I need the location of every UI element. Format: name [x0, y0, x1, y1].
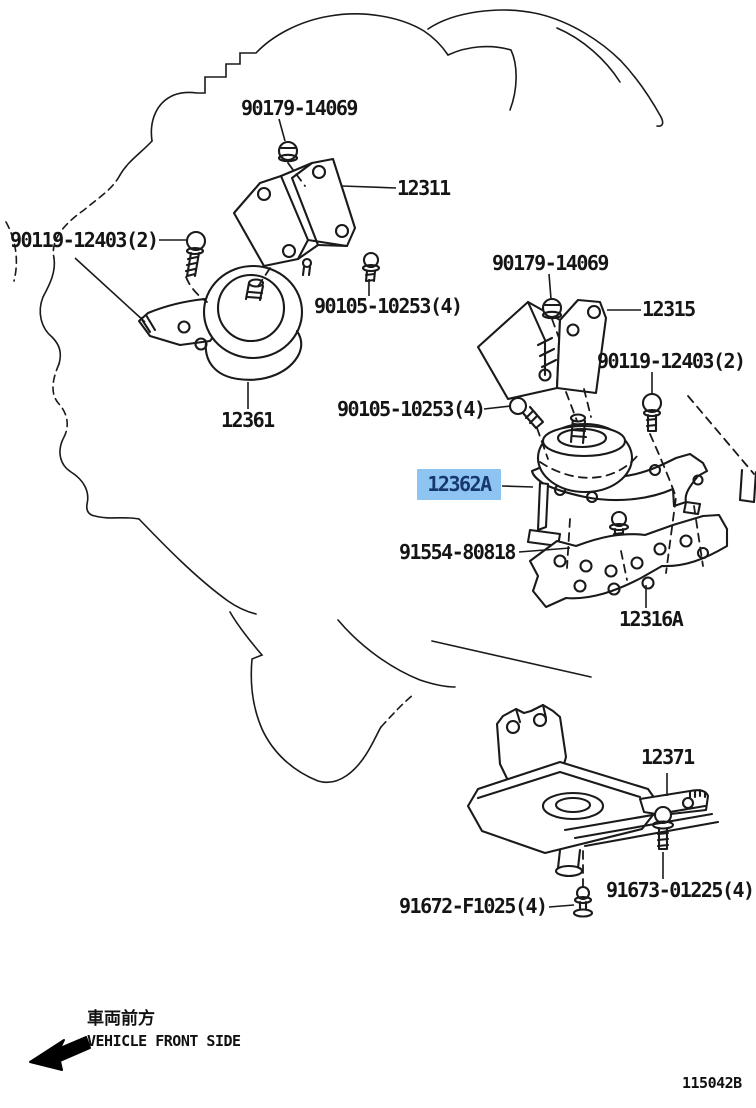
part-label-90179-top[interactable]: 90179-14069	[241, 96, 358, 120]
part-label-91673[interactable]: 91673-01225(4)	[606, 878, 755, 902]
part-label-12361[interactable]: 12361	[221, 408, 275, 432]
part-label-12315[interactable]: 12315	[642, 297, 696, 321]
figure-code: 115042B	[682, 1074, 742, 1092]
part-12371-member-drawing	[466, 703, 720, 878]
bolt-90105-a-drawing	[361, 251, 381, 283]
bolt-91673-drawing	[651, 805, 675, 851]
vehicle-front-note-jp: 車両前方	[87, 1009, 155, 1029]
assembly-dashed-lines	[185, 162, 755, 887]
nut-90179-top-drawing	[277, 140, 299, 163]
part-12311-bracket-drawing	[232, 157, 357, 277]
engine-outline	[5, 9, 664, 784]
part-label-12362A[interactable]: 12362A	[417, 469, 501, 500]
part-label-91672[interactable]: 91672-F1025(4)	[399, 894, 548, 918]
nut-90179-right-drawing	[541, 297, 563, 320]
part-label-90105-a[interactable]: 90105-10253(4)	[314, 294, 463, 318]
bolt-91672-drawing	[572, 885, 594, 918]
part-12316A-plate-drawing	[528, 513, 729, 609]
vehicle-front-note-en: VEHICLE FRONT SIDE	[87, 1032, 241, 1050]
bolt-90119-left-drawing	[184, 230, 207, 278]
part-label-90179-right[interactable]: 90179-14069	[492, 251, 609, 275]
part-label-90119-left[interactable]: 90119-12403(2)	[10, 228, 159, 252]
part-12362A-mount-drawing	[526, 413, 756, 548]
label-leader-lines	[74, 118, 668, 908]
part-12361-mount-drawing	[137, 264, 304, 381]
part-label-90119-right[interactable]: 90119-12403(2)	[597, 349, 746, 373]
part-12315-bracket-drawing	[476, 298, 608, 401]
vehicle-front-arrow-icon	[29, 1036, 91, 1071]
part-label-12311[interactable]: 12311	[397, 176, 451, 200]
bolt-90105-b-drawing	[508, 396, 545, 430]
bolt-90119-right-drawing	[641, 392, 663, 433]
part-label-90105-b[interactable]: 90105-10253(4)	[337, 397, 486, 421]
part-label-12371[interactable]: 12371	[641, 745, 695, 769]
part-label-12316A[interactable]: 12316A	[619, 607, 684, 631]
part-label-91554[interactable]: 91554-80818	[399, 540, 516, 564]
